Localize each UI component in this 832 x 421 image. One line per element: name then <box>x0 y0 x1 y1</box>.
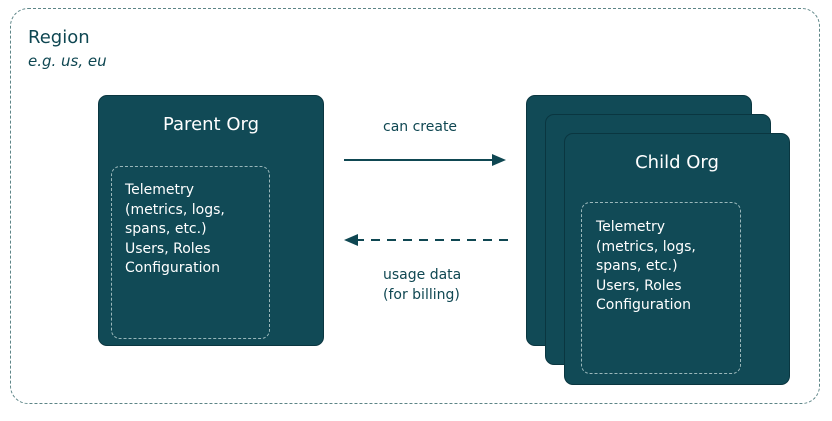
child-org-item: (metrics, logs, <box>596 238 696 255</box>
region-boundary <box>10 8 820 404</box>
child-org-item: spans, etc.) <box>596 258 678 274</box>
usage-data-arrow <box>344 234 508 246</box>
can-create-arrow <box>344 154 506 166</box>
usage-data-label-line: usage data <box>383 267 462 283</box>
child-org-item: Telemetry <box>596 219 666 235</box>
child-org-contents <box>581 202 741 374</box>
child-org-box: Child Org Telemetry (metrics, logs, span… <box>564 133 790 385</box>
child-org-item: Users, Roles <box>596 277 682 294</box>
usage-data-label: usage data (for billing) <box>383 265 461 305</box>
region-subtitle: e.g. us, eu <box>28 52 107 70</box>
parent-org-title: Parent Org <box>162 114 260 135</box>
child-org-item: Configuration <box>596 297 691 313</box>
parent-org-box: Parent Org Telemetry (metrics, logs, spa… <box>98 95 324 346</box>
region-title: Region <box>28 27 90 48</box>
parent-org-item: Configuration <box>125 260 220 276</box>
child-org-items: Telemetry (metrics, logs, spans, etc.) U… <box>596 218 696 316</box>
parent-org-item: Telemetry <box>125 182 195 198</box>
usage-data-label-line: (for billing) <box>383 287 460 303</box>
can-create-label: can create <box>383 119 458 135</box>
parent-org-item: Users, Roles <box>125 240 211 257</box>
parent-org-item: spans, etc.) <box>125 221 207 237</box>
parent-org-contents <box>111 166 270 339</box>
parent-org-items: Telemetry (metrics, logs, spans, etc.) U… <box>125 181 225 279</box>
child-org-title: Child Org <box>635 152 719 173</box>
parent-org-item: (metrics, logs, <box>125 201 225 218</box>
